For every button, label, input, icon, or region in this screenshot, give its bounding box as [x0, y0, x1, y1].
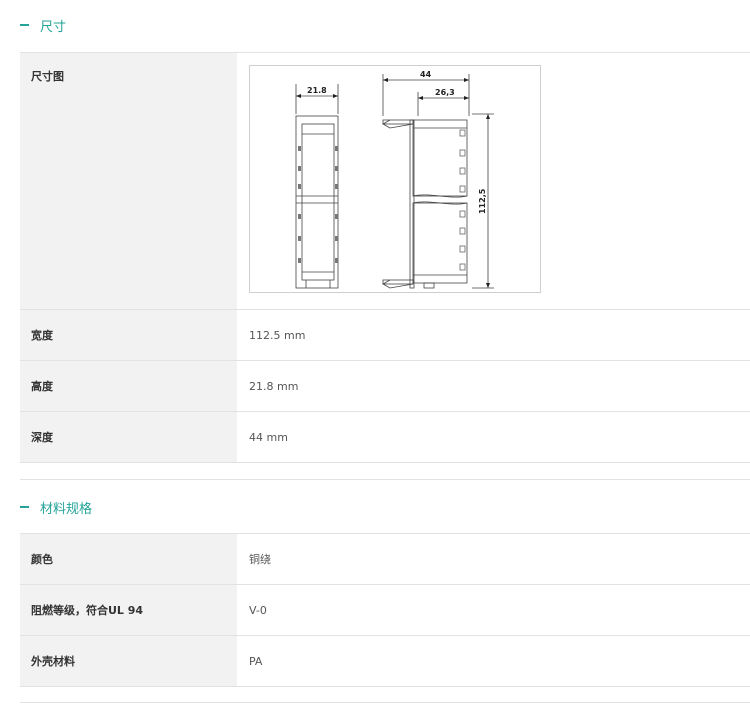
section-header-dimensions[interactable]: 尺寸 [20, 15, 66, 35]
collapse-minus-icon[interactable] [20, 506, 29, 508]
row-value: 21.8 mm [249, 379, 299, 393]
row-label: 颜色 [20, 534, 237, 584]
row-label: 外壳材料 [20, 636, 237, 686]
dim-label-width: 21.8 [307, 86, 327, 95]
row-value: 铜绕 [249, 553, 271, 566]
row-value: PA [249, 654, 263, 668]
row-label: 尺寸图 [20, 53, 237, 309]
row-value: 21.8 44 26,3 112,5 [237, 53, 750, 309]
section-title-material: 材料规格 [40, 501, 93, 517]
section-title-dimensions: 尺寸 [40, 19, 67, 35]
row-value: 112.5 mm [249, 328, 306, 342]
table-row: 颜色 铜绕 [20, 534, 750, 585]
material-table: 颜色 铜绕 阻燃等级，符合UL 94 V-0 外壳材料 PA [20, 533, 750, 687]
table-row: 高度 21.8 mm [20, 361, 750, 412]
row-label: 宽度 [20, 310, 237, 360]
row-label: 高度 [20, 361, 237, 411]
table-row: 宽度 112.5 mm [20, 310, 750, 361]
collapse-minus-icon[interactable] [20, 24, 29, 26]
table-row: 外壳材料 PA [20, 636, 750, 687]
row-label: 深度 [20, 412, 237, 462]
table-row: 阻燃等级，符合UL 94 V-0 [20, 585, 750, 636]
section-divider [20, 702, 750, 703]
section-divider [20, 479, 750, 480]
dimensions-table: 尺寸图 [20, 52, 750, 463]
dim-label-inner: 26,3 [435, 88, 455, 97]
dim-label-depth: 44 [420, 70, 432, 79]
table-row: 尺寸图 [20, 53, 750, 310]
section-header-material[interactable]: 材料规格 [20, 497, 92, 517]
dimension-drawing-svg: 21.8 44 26,3 112,5 [295, 70, 494, 289]
dimension-drawing[interactable]: 21.8 44 26,3 112,5 [249, 65, 541, 293]
row-label: 阻燃等级，符合UL 94 [20, 585, 237, 635]
row-value: V-0 [249, 603, 267, 617]
row-value: 44 mm [249, 430, 288, 444]
table-row: 深度 44 mm [20, 412, 750, 463]
dim-label-height: 112,5 [478, 188, 487, 214]
